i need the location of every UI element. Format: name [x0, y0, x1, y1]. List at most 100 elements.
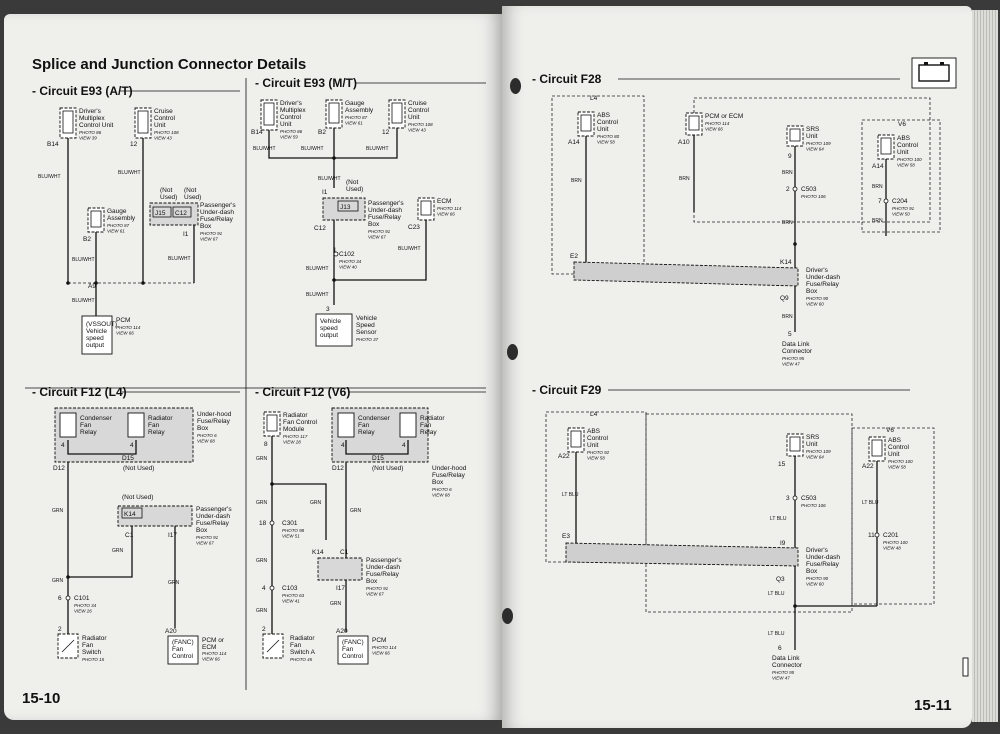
circuit-e93-mt-title: - Circuit E93 (M/T)	[255, 76, 357, 90]
underhood-v6-ref: VIEW 68	[432, 493, 450, 498]
ecm-mt-ref: VIEW 66	[437, 212, 455, 217]
not-used-at-2: (Not	[184, 187, 196, 194]
pcm-ecm-l4-ref: PHOTO 114	[202, 651, 227, 656]
pcm-v6-ref: PHOTO 114	[372, 645, 397, 650]
splice-dot	[66, 575, 70, 579]
dlc-f29-ref: PHOTO 95	[772, 670, 795, 675]
abs-unit-f29-inner	[570, 430, 582, 448]
abs-unit-v6-f28-ref: PHOTO 100	[897, 157, 922, 162]
pin-d15-v6: D15	[372, 455, 384, 462]
fanc-l4	[167, 635, 199, 665]
abs-unit-f29-ref: PHOTO 92	[587, 450, 610, 455]
pcm-at-inner: Vehicle	[86, 328, 107, 335]
drivers-multiplex-at-ref: VIEW 39	[79, 136, 97, 141]
cruise-control-at-box	[134, 107, 152, 139]
wire-label: BLU/WHT	[318, 176, 341, 182]
wire-label: LT BLU	[768, 591, 785, 597]
underhood-v6-ref: PHOTO 6	[432, 487, 452, 492]
vss-label: Speed	[356, 322, 375, 329]
passenger-fuse-at-label: Under-dash	[200, 209, 234, 216]
abs-unit-f28-inner	[580, 114, 592, 132]
drivers-multiplex-at-label: Driver's	[79, 108, 102, 115]
rad-fan-switch-l4-label: Switch	[82, 649, 102, 656]
gauge-assembly-at-box	[87, 207, 105, 233]
fanc-l4-inner: (FANC)	[172, 639, 194, 646]
fanc-l4-inner: Fan	[172, 646, 184, 653]
pin-c12: C12	[175, 210, 187, 217]
abs-unit-f28-label: ABS	[597, 112, 611, 119]
pcm-at-ref: VIEW 66	[116, 331, 134, 336]
wire-label: GRN	[256, 608, 268, 614]
pin-i17-v6: I17	[336, 585, 345, 592]
abs-unit-v6-f28-ref: VIEW 58	[897, 163, 915, 168]
rad-relay-l4-label: Relay	[148, 429, 165, 436]
splice-dot	[793, 604, 797, 608]
ecm-mt-ref: PHOTO 114	[437, 206, 462, 211]
drivers-fuse-f29-label: Driver's	[806, 547, 829, 554]
passenger-fuse-l4	[117, 505, 193, 527]
fuse-box-mt	[322, 197, 366, 221]
pin-i1: I1	[183, 231, 189, 238]
gauge-assembly-mt-inner	[328, 102, 340, 124]
pin-q3: Q3	[776, 576, 785, 583]
gauge-assembly-mt-label: Assembly	[345, 107, 374, 114]
rad-relay-v6-label: Fan	[420, 422, 432, 429]
underhood-l4-box	[54, 407, 194, 463]
pin-a14: A14	[568, 139, 580, 146]
abs-unit-v6-f29-ref: VIEW 58	[888, 465, 906, 470]
pin-11-f29: 11	[868, 532, 875, 539]
pcm-v6-label: PCM	[372, 637, 386, 644]
not-used-l4: (Not Used)	[123, 465, 154, 472]
wire	[67, 138, 195, 283]
drivers-fuse-f29-label: Fuse/Relay	[806, 561, 840, 568]
wire-label: BRN	[571, 178, 582, 184]
gauge-assembly-mt-label: Gauge	[345, 100, 365, 107]
vss-label: Vehicle	[356, 315, 377, 322]
fuse-box-at	[149, 202, 199, 226]
rad-fan-switch-l4-ref: PHOTO 15	[82, 657, 105, 662]
drivers-multiplex-mt-label: Multiplex	[280, 107, 306, 114]
srs-unit-f29-label: SRS	[806, 434, 820, 441]
drivers-multiplex-at-label: Multiplex	[79, 115, 105, 122]
passenger-fuse-mt-ref: VIEW 67	[368, 235, 386, 240]
l4-label-f28: L4	[590, 95, 598, 102]
drivers-fuse-f28-box	[573, 261, 799, 287]
wire-label: LT BLU	[770, 516, 787, 522]
underhood-l4-ref: VIEW 68	[197, 439, 215, 444]
gauge-assembly-at-label: Gauge	[107, 208, 127, 215]
underhood-l4-ref: PHOTO 6	[197, 433, 217, 438]
rad-relay-v6	[399, 412, 417, 438]
srs-unit-f29-ref: VIEW 64	[806, 455, 824, 460]
passenger-fuse-at-label: Passenger's	[200, 202, 236, 209]
abs-unit-f29-label: ABS	[587, 428, 601, 435]
abs-unit-f28-ref: PHOTO 80	[597, 134, 620, 139]
wire-label: BLU/WHT	[168, 256, 191, 262]
vss-label: Sensor	[356, 329, 377, 336]
passenger-fuse-l4-label: Fuse/Relay	[196, 520, 230, 527]
wire-label: BRN	[679, 176, 690, 182]
wire-label: GRN	[168, 580, 180, 586]
passenger-fuse-l4-label: Passenger's	[196, 506, 232, 513]
c101-ref: VIEW 26	[74, 609, 92, 614]
passenger-fuse-at-label: Fuse/Relay	[200, 216, 234, 223]
passenger-fuse-mt-ref: PHOTO 91	[368, 229, 391, 234]
pcm-at-inner: speed	[86, 335, 104, 342]
c103-ref: VIEW 41	[282, 599, 300, 604]
pin-a10: A10	[678, 139, 690, 146]
c301-ref: PHOTO 98	[282, 528, 305, 533]
wire-label: BLU/WHT	[306, 292, 329, 298]
c204-ref: VIEW 50	[892, 212, 910, 217]
pcm-v6-ref: VIEW 66	[372, 651, 390, 656]
gauge-assembly-mt-box	[325, 99, 343, 129]
dlc-f28-ref: VIEW 47	[782, 362, 800, 367]
pin-k14-f28: K14	[780, 259, 792, 266]
wire-label: BLU/WHT	[398, 246, 421, 252]
underhood-v6-label: Box	[432, 479, 444, 486]
pin-9-f28: 9	[788, 153, 792, 160]
pcm-at-box	[81, 315, 113, 355]
wire-label: GRN	[330, 601, 342, 607]
drivers-fuse-f29-label: Box	[806, 568, 818, 575]
wire-label: BRN	[872, 184, 883, 190]
